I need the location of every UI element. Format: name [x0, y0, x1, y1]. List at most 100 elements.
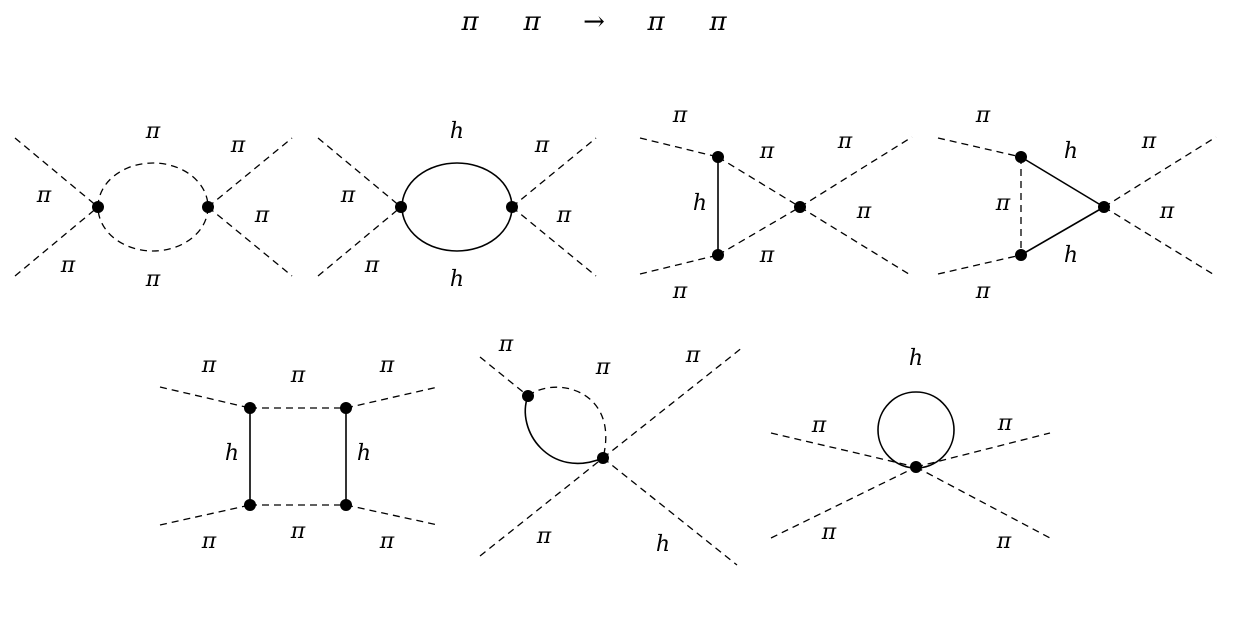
vertex — [712, 151, 724, 163]
label-pion: π — [997, 411, 1013, 436]
label-pion: π — [672, 279, 688, 304]
external-pion-line — [639, 254, 719, 275]
label-pion: π — [975, 279, 991, 304]
label-pion: π — [856, 199, 872, 224]
external-pion-line — [159, 504, 251, 526]
vertex — [712, 249, 724, 261]
label-higgs: h — [1064, 139, 1078, 164]
label-higgs: h — [225, 441, 239, 466]
external-pion-line — [511, 206, 597, 277]
vertex — [794, 201, 806, 213]
external-pion-line — [937, 254, 1022, 275]
label-pion: π — [201, 353, 217, 378]
external-pion-line — [479, 457, 604, 557]
vertex — [92, 201, 104, 213]
label-higgs: h — [450, 119, 464, 144]
label-pion: π — [60, 253, 76, 278]
label-higgs: h — [1064, 243, 1078, 268]
external-pion-line — [1103, 206, 1217, 277]
label-pion: π — [672, 103, 688, 128]
diagram-pion-bubble: π π π π π π — [14, 119, 293, 292]
external-pion-line — [602, 346, 744, 459]
higgs-propagator — [1020, 206, 1105, 256]
title-arrow: → — [583, 7, 605, 37]
vertex — [244, 499, 256, 511]
external-pion-line — [770, 432, 917, 468]
external-pion-line — [937, 137, 1022, 158]
higgs-loop — [401, 162, 513, 252]
vertex — [244, 402, 256, 414]
label-pion: π — [290, 363, 306, 388]
label-higgs: h — [450, 267, 464, 292]
label-pion: π — [254, 203, 270, 228]
label-pion: π — [379, 353, 395, 378]
label-pion: π — [595, 355, 611, 380]
pion-loop-arc — [527, 386, 607, 459]
title-outgoing-pion-1: π — [646, 7, 665, 37]
label-pion: π — [837, 129, 853, 154]
label-pion: π — [1159, 199, 1175, 224]
external-pion-line — [915, 466, 1051, 539]
title-outgoing-pion-2: π — [708, 7, 727, 37]
external-pion-line — [479, 356, 529, 397]
vertex — [910, 461, 922, 473]
external-pion-line — [639, 137, 719, 158]
vertex — [340, 499, 352, 511]
label-higgs: h — [357, 441, 371, 466]
diagram-box: π π π π π π h h — [159, 353, 439, 554]
internal-pion-line — [717, 156, 801, 208]
title-incoming-pion-2: π — [522, 7, 541, 37]
label-pion: π — [145, 267, 161, 292]
vertex — [395, 201, 407, 213]
internal-pion-line — [717, 206, 801, 256]
external-pion-line — [317, 137, 402, 208]
label-pion: π — [379, 529, 395, 554]
external-pion-line — [207, 137, 293, 208]
label-pion: π — [995, 191, 1011, 216]
label-pion: π — [759, 243, 775, 268]
vertex — [506, 201, 518, 213]
external-pion-line — [602, 457, 738, 566]
process-title: π π → π π — [460, 7, 727, 37]
label-pion: π — [498, 332, 514, 357]
external-pion-line — [799, 206, 913, 277]
label-pion: π — [201, 529, 217, 554]
higgs-propagator — [1020, 156, 1105, 208]
external-pion-line — [1103, 136, 1217, 208]
label-pion: π — [340, 183, 356, 208]
label-pion: π — [290, 519, 306, 544]
external-pion-line — [345, 386, 439, 409]
higgs-tadpole-loop — [877, 391, 955, 469]
vertex — [202, 201, 214, 213]
diagram-higgs-tadpole: π π π π h — [770, 346, 1051, 554]
label-pion: π — [821, 520, 837, 545]
vertex — [597, 452, 609, 464]
vertex — [522, 390, 534, 402]
external-pion-line — [159, 386, 251, 409]
label-higgs: h — [693, 191, 707, 216]
title-incoming-pion-1: π — [460, 7, 479, 37]
external-pion-line — [511, 137, 597, 208]
label-higgs: h — [909, 346, 923, 371]
label-pion: π — [1141, 129, 1157, 154]
diagram-mixed-loop: π π π π h — [479, 332, 744, 566]
vertex — [1015, 151, 1027, 163]
pion-loop — [97, 162, 209, 252]
label-pion: π — [230, 133, 246, 158]
external-pion-line — [317, 206, 402, 277]
label-pion: π — [536, 524, 552, 549]
higgs-loop-arc — [524, 395, 604, 465]
vertex — [340, 402, 352, 414]
label-pion: π — [759, 139, 775, 164]
label-pion: π — [364, 253, 380, 278]
vertex — [1098, 201, 1110, 213]
external-pion-line — [799, 136, 913, 208]
external-pion-line — [207, 206, 293, 277]
external-pion-line — [345, 504, 439, 526]
label-pion: π — [811, 413, 827, 438]
label-pion: π — [975, 103, 991, 128]
label-pion: π — [534, 133, 550, 158]
label-pion: π — [996, 529, 1012, 554]
vertex — [1015, 249, 1027, 261]
